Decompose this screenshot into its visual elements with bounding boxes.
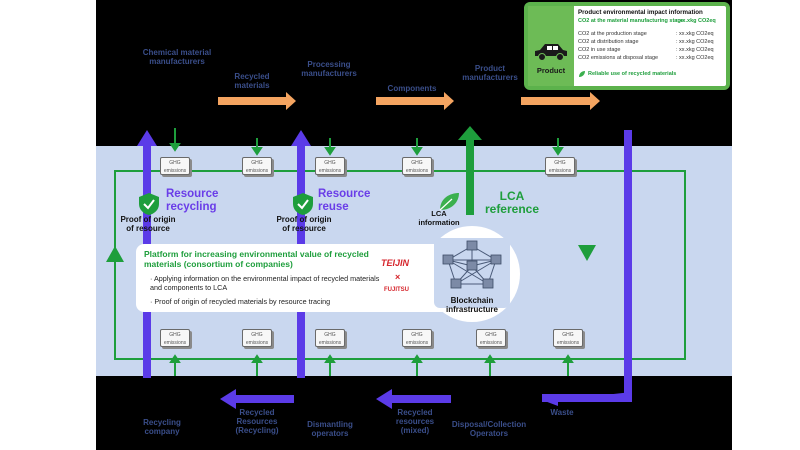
leaf-icon	[579, 71, 585, 77]
arrow-product	[521, 92, 600, 110]
proof-of-origin-label: Proof of origin of resource	[276, 215, 332, 233]
info-row: CO2 at the production stage	[578, 31, 647, 37]
loop-arrow-left	[106, 246, 124, 262]
blockchain-label: Blockchain infrastructure	[445, 296, 498, 314]
label-components: Components	[387, 84, 437, 93]
fujitsu-logo: FUJITSU	[384, 287, 410, 293]
lca-information-label: LCA information	[418, 209, 460, 227]
small-arrows-bottom	[169, 354, 574, 376]
info-value: : xx.xkg CO2eq	[676, 39, 714, 45]
info-row: CO2 in use stage	[578, 47, 621, 53]
reliable-use-label: Reliable use of recycled materials	[588, 71, 677, 77]
platform-bullet-1: · Applying information on the environmen…	[150, 274, 380, 292]
shield-check-icon	[139, 193, 159, 215]
platform-bullet-2: · Proof of origin of recycled materials …	[150, 297, 331, 306]
product-label: Product	[536, 66, 566, 75]
teijin-logo: TEIJIN	[381, 258, 410, 268]
label-product-manufacturers: Product manufacturers	[462, 64, 518, 82]
product-info-title: Product environmental impact information	[578, 9, 703, 16]
times-sign: ×	[395, 272, 401, 282]
waste-line	[542, 394, 632, 402]
label-processing-manufacturers: Processing manufacturers	[301, 60, 357, 78]
label-dismantling-operators: Dismantling operators	[307, 420, 353, 438]
arrow-components	[376, 92, 454, 110]
small-arrows-top	[169, 128, 564, 156]
arrow-recycled-mixed	[376, 389, 451, 409]
info-value: : xx.xkg CO2eq	[676, 18, 716, 24]
purple-right-down	[624, 130, 632, 400]
label-recycled-materials: Recycled materials	[234, 72, 270, 90]
network-icon	[442, 240, 502, 289]
lca-reference-label: LCA reference	[484, 189, 540, 216]
leaf-icon	[439, 193, 459, 211]
resource-recycling-label: Resource recycling	[166, 188, 219, 213]
platform-box	[136, 244, 476, 312]
arrow-recycled-resources	[220, 389, 294, 409]
car-icon	[535, 44, 567, 61]
info-row: CO2 emissions at disposal stage	[578, 55, 659, 61]
product-info-box: Product Product environmental impact inf…	[524, 2, 730, 90]
green-loop	[114, 170, 686, 360]
proof-of-origin-label: Proof of origin of resource	[120, 215, 176, 233]
label-disposal-operators: Disposal/Collection Operators	[451, 420, 527, 438]
green-loop-arrows	[106, 126, 596, 262]
info-row: CO2 at distribution stage	[578, 39, 639, 45]
info-value: : xx.xkg CO2eq	[676, 31, 714, 37]
lca-arrow	[458, 126, 482, 215]
arrow-recycled-materials	[218, 92, 296, 110]
info-row: CO2 at the material manufacturing stage	[578, 18, 684, 24]
platform-title: Platform for increasing environmental va…	[144, 249, 369, 269]
label-recycled-resources-mixed: Recycled resources (mixed)	[395, 408, 435, 435]
label-recycled-resources: Recycled Resources (Recycling)	[235, 408, 279, 435]
orange-arrows	[218, 92, 600, 110]
shield-check-icon	[293, 193, 313, 215]
label-waste: Waste	[550, 408, 574, 417]
loop-arrow-right	[578, 245, 596, 261]
resource-reuse-label: Resource reuse	[318, 188, 371, 213]
info-value: : xx.xkg CO2eq	[676, 55, 714, 61]
label-chemical-manufacturers: Chemical material manufacturers	[142, 48, 212, 66]
label-recycling-company: Recycling company	[143, 418, 181, 436]
info-value: : xx.xkg CO2eq	[676, 47, 714, 53]
